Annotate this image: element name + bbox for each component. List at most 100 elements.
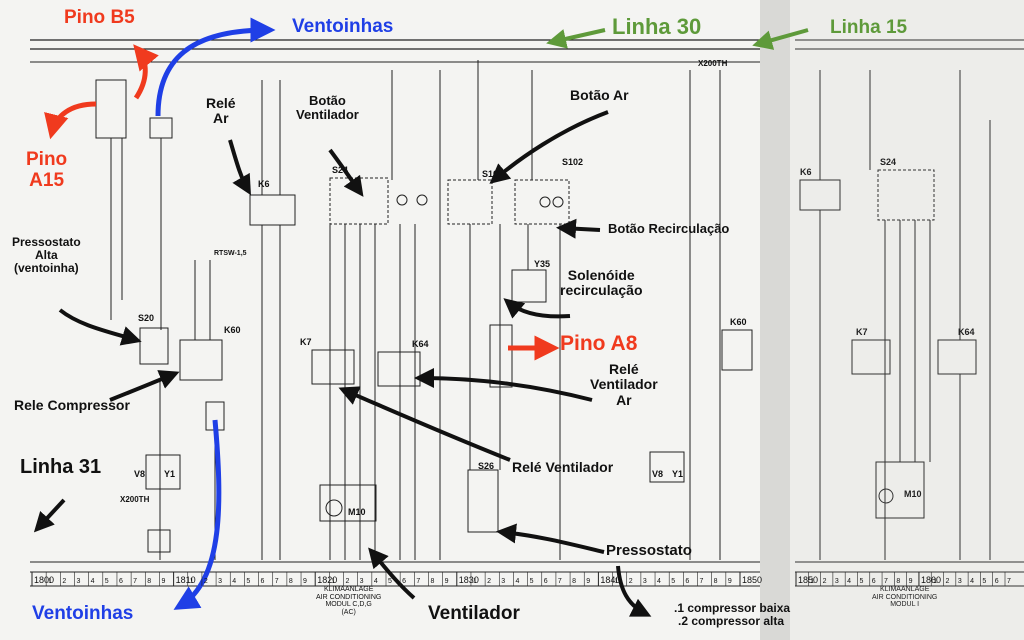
module-caption-line: AIR CONDITIONING — [872, 593, 938, 601]
scale-left-tick-label: 1 — [331, 578, 335, 585]
label-compressor-legend: .1 compressor baixa .2 compressor alta — [674, 601, 791, 629]
label-s102: S102 — [562, 157, 584, 167]
label-k60: K60 — [224, 325, 241, 335]
module-caption-left: KLIMAANLAGE AIR CONDITIONING MODUL C,D,G… — [316, 586, 381, 617]
label-ventilador: Ventilador — [428, 603, 520, 624]
label-rele-ventilador-ar-line2: Ventilador — [590, 376, 658, 393]
scale-left-tick-label: 8 — [289, 578, 293, 585]
module-caption-line: KLIMAANLAGE — [879, 586, 930, 593]
label-rele-compressor: Rele Compressor — [14, 397, 130, 413]
module-caption-line: KLIMAANLAGE — [323, 586, 374, 593]
module-caption-line: (AC) — [341, 609, 356, 617]
label-pino-a15: Pino A15 — [26, 149, 67, 192]
scale-right-tick-label: 2 — [946, 578, 950, 585]
label-s26: S26 — [478, 461, 495, 471]
scale-left-tick-label: 8 — [714, 578, 718, 585]
k60-relay — [179, 339, 223, 381]
label-k6-right: K6 — [800, 167, 812, 177]
label-pressostato-alta: Pressostato Alta (ventoinha) — [12, 235, 81, 276]
scale-left-tick-label: 9 — [728, 578, 732, 585]
s24-lamp-2 — [416, 194, 428, 206]
scale-left-tick-label: 8 — [572, 578, 576, 585]
s26-switch — [467, 469, 499, 533]
scale-left-tick-label: 1 — [473, 578, 477, 585]
scale-left-tick-label: 6 — [119, 578, 123, 585]
label-rtsw: RTSW-1,5 — [214, 250, 247, 257]
module-caption-right: KLIMAANLAGE AIR CONDITIONING MODUL I — [872, 586, 937, 609]
scale-left-tick-label: 1 — [190, 578, 194, 585]
module-caption-line: MODUL C,D,G — [325, 601, 372, 609]
scale-left-tick-label: 6 — [261, 578, 265, 585]
scale-left-tick-label: 6 — [544, 578, 548, 585]
label-linha31: Linha 31 — [20, 456, 102, 478]
label-compressor-baixa: .1 compressor baixa — [674, 601, 791, 615]
label-rele-ventilador: Relé Ventilador — [512, 459, 614, 475]
scale-right-tick-label: 4 — [847, 578, 851, 585]
k7-right-relay — [851, 339, 891, 375]
scale-left-tick-label: 5 — [246, 578, 250, 585]
scale-right-tick-label: 6 — [995, 578, 999, 585]
label-k6: K6 — [258, 179, 270, 189]
scale-left-tick-label: 4 — [657, 578, 661, 585]
scale-right-tick-label: 1 — [810, 578, 814, 585]
scale-right-tick-label: 1 — [933, 578, 937, 585]
label-rele-ventilador-ar: Relé Ventilador Ar — [590, 361, 658, 408]
s24-lamp — [396, 194, 408, 206]
scale-left-tick-label: 1810 — [176, 575, 196, 585]
scale-left-tick-label: 5 — [671, 578, 675, 585]
label-solenoide: Solenóide recirculação — [560, 267, 643, 299]
scale-left-tick-label: 8 — [147, 578, 151, 585]
label-rele-ar: Relé Ar — [206, 95, 236, 127]
label-pressostato-alta-line3: (ventoinha) — [14, 261, 79, 276]
scale-left-tick-label: 4 — [515, 578, 519, 585]
scale-left-tick-label: 1 — [48, 578, 52, 585]
arrow-linha15 — [752, 28, 809, 50]
label-rele-ar-line1: Relé — [206, 95, 236, 111]
scale-left-tick-label: 9 — [161, 578, 165, 585]
label-x200th-right: X200TH — [698, 59, 728, 68]
scale-right-tick-label: 7 — [884, 578, 888, 585]
m10-right-motor — [878, 488, 894, 504]
label-x200th: X200TH — [120, 495, 150, 504]
scale-right-tick-label: 6 — [872, 578, 876, 585]
label-k64-right: K64 — [958, 327, 975, 337]
scale-left-tick-label: 7 — [275, 578, 279, 585]
label-y1-right: Y1 — [672, 469, 684, 479]
arrow-pino-a15 — [44, 101, 97, 140]
scale-left-tick-label: 3 — [501, 578, 505, 585]
arrow-linha30 — [546, 28, 606, 49]
label-botao-ventilador: Botão Ventilador — [296, 93, 359, 123]
label-pressostato: Pressostato — [606, 542, 692, 559]
label-pressostato-alta-line1: Pressostato — [12, 235, 81, 249]
connector-block-a — [95, 79, 127, 139]
scale-left-tick-label: 1830 — [459, 575, 479, 585]
label-rele-ventilador-ar-line3: Ar — [616, 391, 632, 408]
s102-lamp — [539, 196, 551, 208]
k6-relay — [249, 194, 296, 226]
label-ventoinhas-top: Ventoinhas — [292, 16, 394, 37]
scale-left-tick-label: 9 — [586, 578, 590, 585]
scale-left-tick-label: 2 — [346, 578, 350, 585]
scale-left-tick-label: 6 — [402, 578, 406, 585]
s101-switch — [447, 179, 493, 225]
label-linha30: Linha 30 — [612, 14, 702, 39]
k7-relay — [311, 349, 355, 385]
label-pino-a8: Pino A8 — [560, 332, 638, 355]
scale-left-tick-label: 2 — [62, 578, 66, 585]
label-m10-right: M10 — [904, 489, 922, 499]
label-ventoinhas-bottom: Ventoinhas — [32, 603, 134, 624]
arrow-ventoinhas-top — [155, 17, 276, 117]
label-linha15: Linha 15 — [830, 17, 908, 38]
label-rele-ar-line2: Ar — [213, 110, 229, 127]
s102-switch — [514, 179, 570, 225]
m10-motor — [325, 499, 343, 517]
scale-right-tick-label: 5 — [859, 578, 863, 585]
label-pino-a15-line2: A15 — [29, 169, 65, 191]
connector-block-b — [149, 117, 173, 139]
label-compressor-alta: .2 compressor alta — [678, 614, 785, 629]
wire-bundle-right — [819, 70, 991, 560]
scale-right-tick-label: 7 — [1007, 578, 1011, 585]
scale-left-tick-label: 8 — [430, 578, 434, 585]
